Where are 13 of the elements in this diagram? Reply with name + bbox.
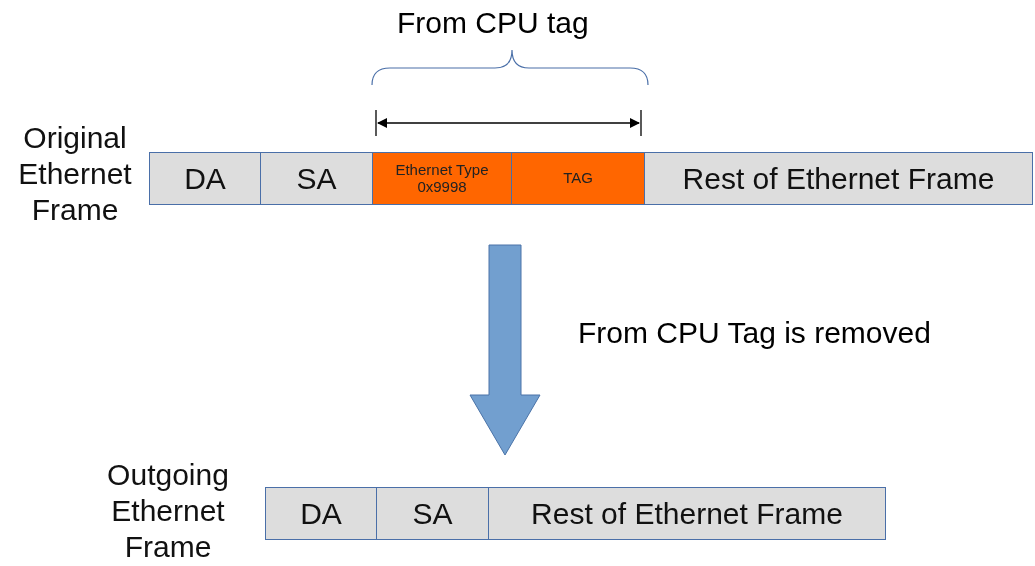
frame-field: DA [265,487,377,540]
tag-field: Ethernet Type 0x9998 [372,152,512,205]
frame-field: SA [376,487,489,540]
frame-field: Rest of Ethernet Frame [488,487,886,540]
frame-field: SA [260,152,373,205]
frame-field: Rest of Ethernet Frame [644,152,1033,205]
tag-field: TAG [511,152,645,205]
edge-label: From CPU Tag is removed [578,316,931,350]
brace-label: From CPU tag [397,6,589,40]
frame-title: Original Ethernet Frame [17,120,133,228]
frame-field: DA [149,152,261,205]
frame-title: Outgoing Ethernet Frame [106,457,230,565]
block-arrow [469,244,541,456]
